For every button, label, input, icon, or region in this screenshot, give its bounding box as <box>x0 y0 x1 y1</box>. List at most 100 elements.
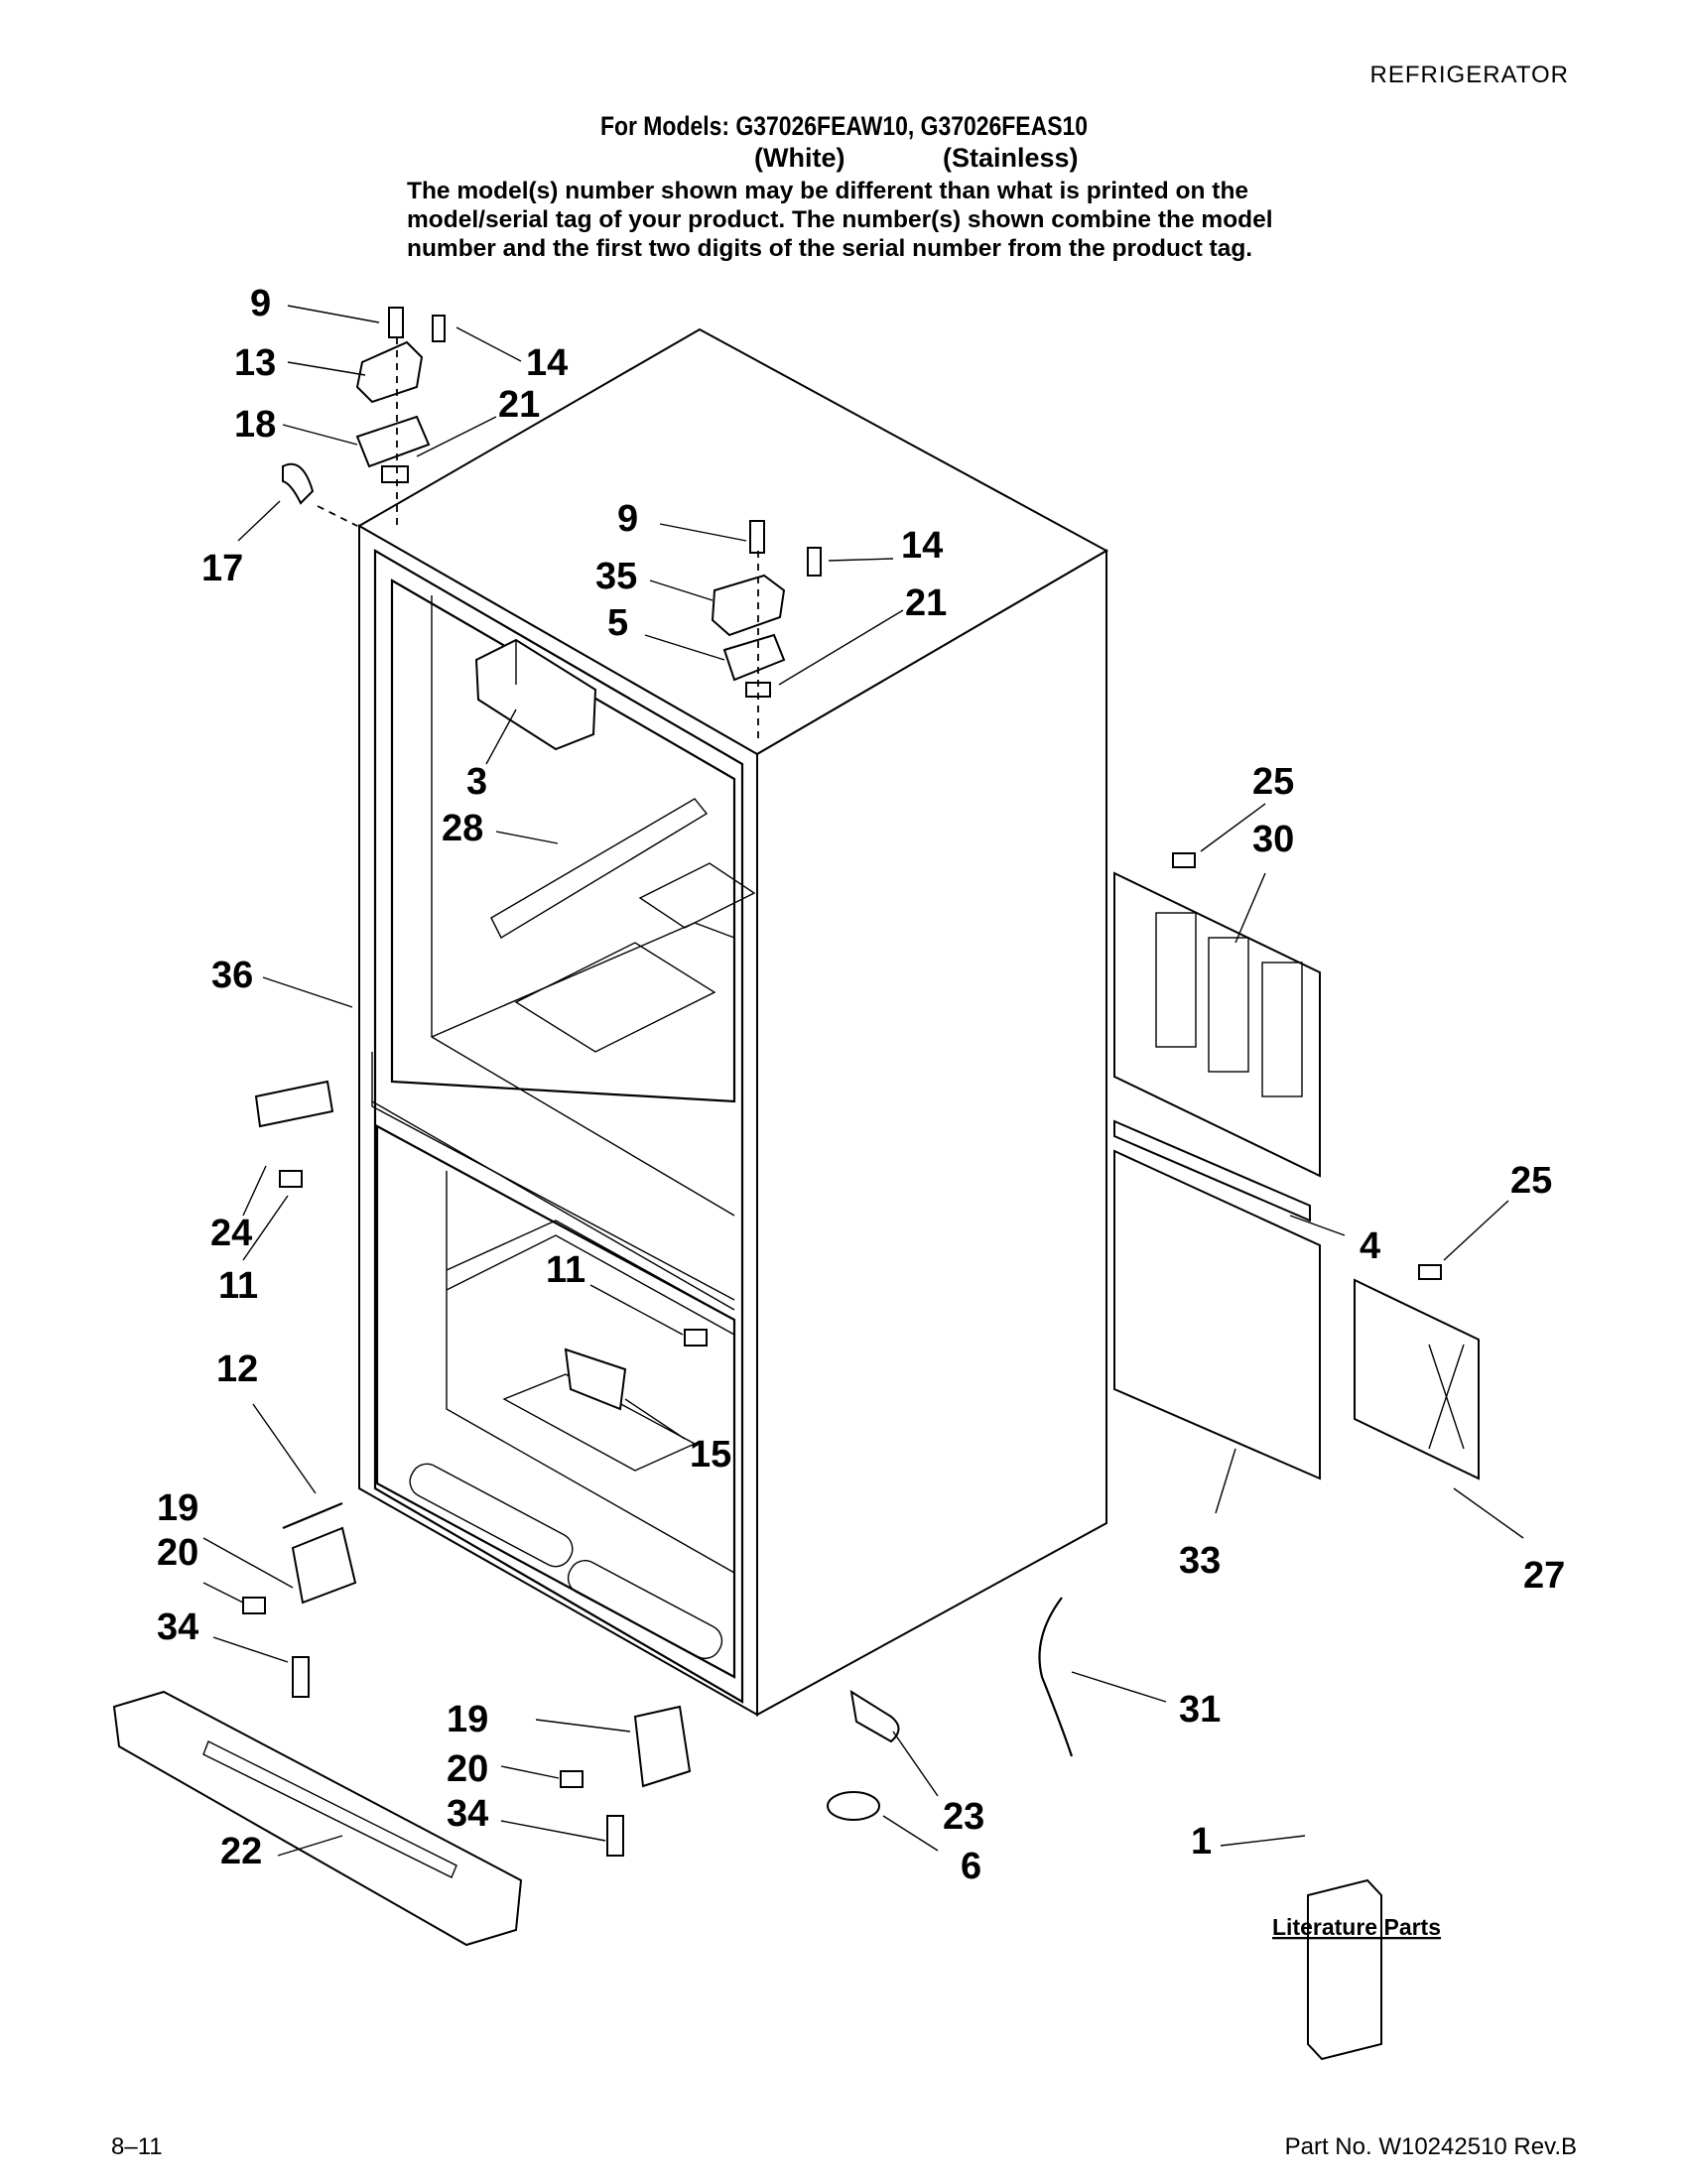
leader-line <box>500 1765 560 1779</box>
callout-17: 17 <box>201 548 243 589</box>
footer-date-code: 8–11 <box>111 2133 163 2160</box>
callout-18: 18 <box>234 404 276 446</box>
lower-compartment-opening <box>375 1124 736 1679</box>
screw-25 <box>1172 852 1196 868</box>
callout-23: 23 <box>943 1796 984 1838</box>
screw-20 <box>560 1770 584 1788</box>
hinge-cover-35 <box>711 574 786 637</box>
callout-12: 12 <box>216 1349 258 1390</box>
front-frame-inner <box>373 549 744 1704</box>
leader-line <box>1220 1835 1306 1847</box>
footer-part-number: Part No. W10242510 Rev.B <box>1284 2133 1577 2160</box>
leader-line <box>485 708 517 765</box>
callout-19-lower: 19 <box>447 1699 488 1740</box>
leader-line <box>644 634 725 661</box>
mullion-lower-edge <box>371 1100 735 1311</box>
note-line-1: The model(s) number shown may be differe… <box>407 178 1249 204</box>
callout-9: 9 <box>250 283 271 324</box>
color-stainless-label: (Stainless) <box>943 143 1079 173</box>
hinge-bracket-18 <box>355 415 431 468</box>
screw-25 <box>1418 1264 1442 1280</box>
callout-34-lower: 34 <box>447 1793 488 1835</box>
leader-line <box>242 1195 289 1261</box>
leader-line <box>237 500 281 542</box>
drain-tube-31 <box>1038 1597 1074 1757</box>
leader-line <box>1289 1215 1346 1236</box>
leader-line <box>287 305 380 323</box>
lower-rail <box>446 1220 735 1321</box>
leader-line <box>649 579 714 601</box>
lower-hardware <box>112 1080 1382 2061</box>
callout-13: 13 <box>234 342 276 384</box>
leader-line <box>659 523 747 542</box>
leveling-bracket-19 <box>291 1526 357 1605</box>
panel-vent-slots <box>1155 912 1303 1097</box>
mullion-front-edge <box>371 1052 735 1301</box>
toe-grille-22 <box>112 1690 523 1947</box>
lower-compartment-back-edge <box>446 1171 735 1574</box>
callout-30: 30 <box>1252 819 1294 860</box>
vent-grille <box>638 862 756 929</box>
callout-24: 24 <box>210 1213 252 1254</box>
cabinet-front-face <box>358 524 758 1717</box>
callout-31: 31 <box>1179 1689 1221 1731</box>
leader-line <box>416 416 497 457</box>
callout-leaders <box>202 305 1524 1857</box>
top-left-hinge-assembly <box>282 307 446 531</box>
leader-line <box>892 1731 939 1797</box>
bracket-15 <box>564 1348 627 1411</box>
leader-line <box>1071 1671 1167 1703</box>
screw-11 <box>279 1170 303 1188</box>
color-white-label: (White) <box>754 143 845 173</box>
callout-34: 34 <box>157 1606 198 1648</box>
callout-14: 14 <box>526 342 568 384</box>
callout-15: 15 <box>690 1434 731 1476</box>
control-board-27 <box>1354 1278 1480 1480</box>
callout-36: 36 <box>211 955 253 996</box>
base-vent-left <box>409 1463 574 1568</box>
leader-line <box>624 1398 686 1440</box>
literature-parts-label: Literature Parts <box>1272 1914 1441 1940</box>
leader-line <box>277 1835 343 1857</box>
hinge-screw-14 <box>432 315 446 342</box>
literature-book-1 <box>1307 1878 1382 2061</box>
top-right-hinge-assembly <box>711 520 822 739</box>
cabinet-body <box>356 327 1109 1717</box>
leader-line <box>882 1815 939 1852</box>
hinge-screw-9 <box>749 520 765 554</box>
leader-line <box>287 361 366 376</box>
model-colors: (White) (Stainless) <box>754 143 1079 174</box>
callout-11-center: 11 <box>546 1249 585 1291</box>
access-panel-30 <box>1113 871 1321 1178</box>
callout-19: 19 <box>157 1487 198 1529</box>
callout-4: 4 <box>1360 1225 1380 1267</box>
callout-21: 21 <box>498 384 540 426</box>
alignment-line <box>317 505 358 527</box>
callout-25: 25 <box>1252 761 1294 803</box>
callout-5: 5 <box>607 602 628 644</box>
leader-line <box>202 1582 244 1604</box>
freezer-floor-recess <box>502 1373 697 1472</box>
leader-line <box>212 1636 289 1663</box>
toe-grille-vents <box>202 1740 457 1878</box>
hinge-bracket-5 <box>722 633 786 682</box>
hinge-screw-14 <box>807 547 822 577</box>
callout-33: 33 <box>1179 1540 1221 1582</box>
crisper-recess <box>514 942 716 1053</box>
leader-line <box>495 831 559 844</box>
leader-line <box>1453 1487 1524 1539</box>
callout-numbers: 9 13 14 21 18 17 9 14 35 21 5 3 28 36 25… <box>157 283 1565 1940</box>
screw-11 <box>684 1329 708 1347</box>
upper-compartment-opening <box>390 578 736 1103</box>
hinge-shim-21 <box>381 465 409 483</box>
callout-22: 22 <box>220 1831 262 1872</box>
callout-35: 35 <box>595 556 637 597</box>
board-wire <box>1428 1344 1465 1450</box>
leader-line <box>1215 1448 1236 1514</box>
category-label: REFRIGERATOR <box>1369 62 1569 88</box>
leader-line <box>282 424 358 446</box>
leveling-leg-34 <box>606 1815 624 1857</box>
leader-line <box>1200 803 1266 852</box>
vent-slot <box>1261 962 1303 1097</box>
